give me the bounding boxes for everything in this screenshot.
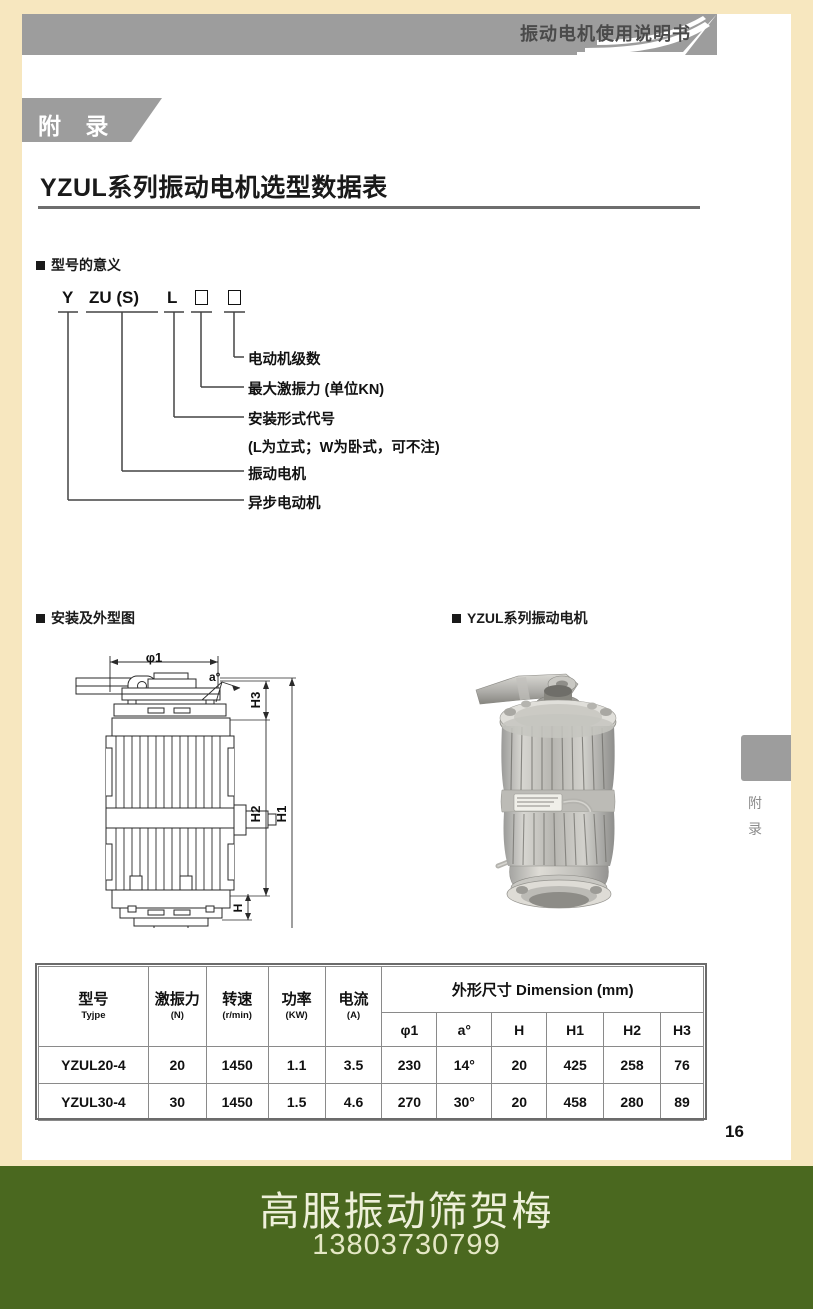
page-title: YZUL系列振动电机选型数据表 — [40, 174, 388, 202]
side-appendix-label: 附 录 — [741, 790, 769, 842]
subheading-install-drawing-label: 安装及外型图 — [51, 610, 135, 626]
cell-h1: 425 — [546, 1046, 605, 1084]
desc-mount-code: 安装形式代号 — [248, 412, 335, 428]
model-code-leader-lines — [58, 311, 245, 501]
dim-label-h3: H3 — [248, 692, 263, 709]
th-current: 电流 (A) — [324, 966, 383, 1047]
side-appendix-char-1: 附 — [748, 795, 762, 811]
product-photo — [458, 660, 668, 920]
subheading-model-meaning: 型号的意义 — [36, 255, 121, 275]
subheading-product-photo: YZUL系列振动电机 — [452, 608, 588, 628]
dim-label-angle: a° — [209, 670, 221, 684]
cell-h2: 258 — [603, 1046, 661, 1084]
th-model: 型号 Tyjpe — [38, 966, 149, 1047]
th-dim-h: H — [491, 1012, 548, 1047]
cell-current: 4.6 — [324, 1083, 383, 1121]
page-number: 16 — [725, 1122, 744, 1141]
code-token-y: Y — [62, 288, 74, 307]
th-force-zh: 激振力 — [154, 991, 200, 1008]
dim-label-h2: H2 — [248, 806, 263, 823]
cell-force: 30 — [147, 1083, 207, 1121]
th-dim-h2: H2 — [603, 1012, 661, 1047]
side-appendix-tab — [741, 735, 791, 781]
cell-h3: 76 — [659, 1046, 705, 1084]
th-speed-en: (r/min) — [222, 1010, 252, 1021]
header-swoosh-icon — [577, 14, 717, 55]
th-speed: 转速 (r/min) — [205, 966, 269, 1047]
cell-h2: 280 — [603, 1083, 661, 1121]
th-current-en: (A) — [346, 1010, 361, 1021]
th-dim-phi1: φ1 — [381, 1012, 438, 1047]
side-appendix-char-2: 录 — [748, 821, 762, 837]
th-dim-angle: a° — [436, 1012, 493, 1047]
code-token-l: L — [167, 288, 178, 307]
th-power-en: (KW) — [285, 1010, 308, 1021]
cell-h3: 89 — [659, 1083, 705, 1121]
th-power: 功率 (KW) — [267, 966, 326, 1047]
product-photo-svg — [475, 673, 617, 909]
th-power-zh: 功率 — [281, 991, 312, 1008]
desc-mount-code-note: (L为立式；W为卧式，可不注) — [248, 440, 440, 456]
dim-label-phi1: φ1 — [146, 650, 163, 665]
subheading-product-photo-label: YZUL系列振动电机 — [467, 610, 588, 626]
cell-speed: 1450 — [205, 1083, 269, 1121]
code-box-poles — [228, 290, 241, 305]
cell-power: 1.5 — [267, 1083, 326, 1121]
square-bullet-icon — [452, 614, 461, 623]
cell-phi1: 270 — [381, 1083, 438, 1121]
cell-current: 3.5 — [324, 1046, 383, 1084]
motor-drawing-svg: φ1 a° H3 H2 H1 H — [75, 650, 296, 950]
desc-max-force: 最大激振力 (单位KN) — [248, 382, 385, 398]
desc-async-motor: 异步电动机 — [248, 496, 321, 512]
cell-force: 20 — [147, 1046, 207, 1084]
dim-label-h1: H1 — [274, 806, 289, 823]
th-dim-h1: H1 — [546, 1012, 605, 1047]
cell-h1: 458 — [546, 1083, 605, 1121]
desc-pole-count: 电动机级数 — [248, 352, 321, 368]
cell-angle: 30° — [436, 1083, 493, 1121]
cell-model: YZUL30-4 — [38, 1083, 149, 1121]
th-model-zh: 型号 — [78, 991, 109, 1008]
th-force-en: (N) — [170, 1010, 184, 1021]
th-dim-h3: H3 — [659, 1012, 705, 1047]
th-force: 激振力 (N) — [147, 966, 207, 1047]
footer-banner: 高服振动筛贺梅 13803730799 — [0, 1166, 813, 1309]
th-dimension-group: 外形尺寸 Dimension (mm) — [381, 966, 704, 1013]
document-header-bar — [22, 14, 717, 55]
desc-vibration-motor: 振动电机 — [248, 467, 306, 483]
footer-title: 高服振动筛贺梅 — [259, 1190, 554, 1234]
dim-label-h: H — [231, 904, 245, 913]
table-header-row: 型号 Tyjpe 激振力 (N) 转速 (r/min) 功率 (KW) 电流 (… — [38, 966, 704, 1047]
square-bullet-icon — [36, 261, 45, 270]
th-current-zh: 电流 — [338, 991, 369, 1008]
footer-phone: 13803730799 — [312, 1229, 501, 1261]
cell-h: 20 — [491, 1046, 548, 1084]
cell-power: 1.1 — [267, 1046, 326, 1084]
title-divider — [38, 206, 700, 209]
square-bullet-icon — [36, 614, 45, 623]
table-row: YZUL30-4 30 1450 1.5 4.6 270 30° 20 458 … — [38, 1083, 705, 1121]
header-title: 振动电机使用说明书 — [520, 24, 691, 44]
th-model-en: Tyjpe — [81, 1010, 106, 1021]
model-code-diagram: Y ZU (S) L — [36, 288, 466, 538]
cell-model: YZUL20-4 — [38, 1046, 149, 1084]
cell-h: 20 — [491, 1083, 548, 1121]
motor-outline-drawing: φ1 a° H3 H2 H1 H — [70, 648, 330, 950]
code-box-force — [195, 290, 208, 305]
cell-speed: 1450 — [205, 1046, 269, 1084]
subheading-install-drawing: 安装及外型图 — [36, 608, 135, 628]
appendix-tab-label: 附 录 — [38, 113, 118, 139]
cell-phi1: 230 — [381, 1046, 438, 1084]
subheading-model-meaning-label: 型号的意义 — [51, 257, 121, 273]
table-row: YZUL20-4 20 1450 1.1 3.5 230 14° 20 425 … — [38, 1046, 705, 1084]
th-speed-zh: 转速 — [222, 991, 253, 1008]
code-token-zus: ZU (S) — [89, 288, 140, 307]
spec-table: 型号 Tyjpe 激振力 (N) 转速 (r/min) 功率 (KW) 电流 (… — [38, 966, 705, 1121]
cell-angle: 14° — [436, 1046, 493, 1084]
